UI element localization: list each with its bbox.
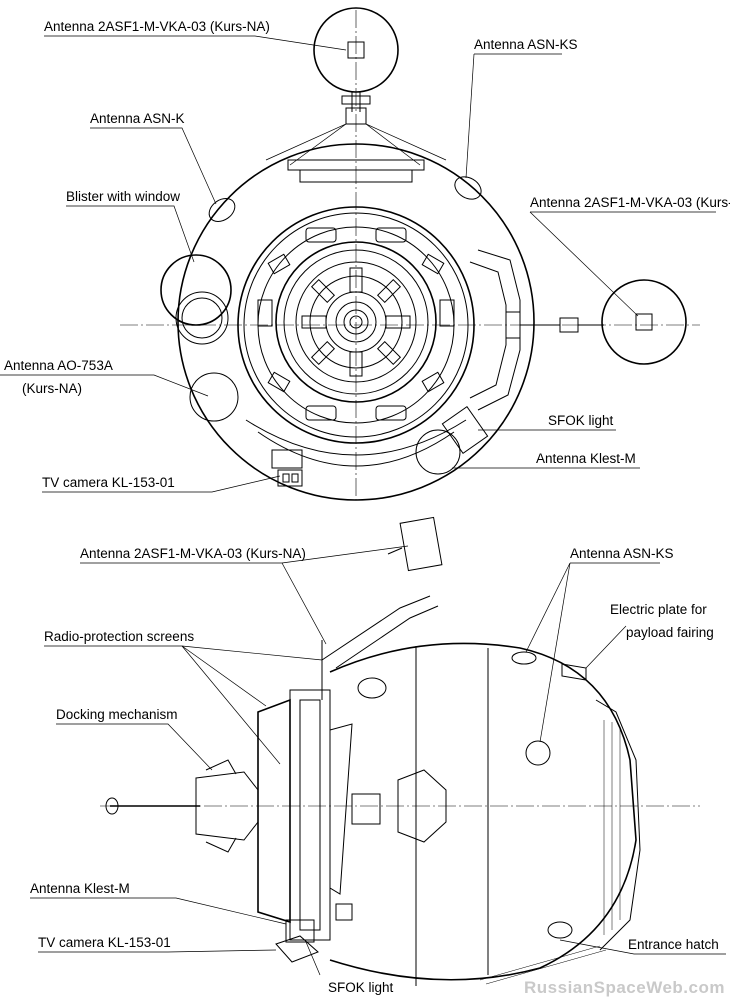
label-side-2asf1: Antenna 2ASF1-M-VKA-03 (Kurs-NA) bbox=[80, 546, 306, 561]
label-side-entrance: Entrance hatch bbox=[628, 937, 719, 952]
label-side-tv: TV camera KL-153-01 bbox=[38, 935, 171, 950]
label-top-klest: Antenna Klest-M bbox=[536, 451, 636, 466]
label-top-blister: Blister with window bbox=[66, 189, 180, 204]
label-side-docking: Docking mechanism bbox=[56, 707, 178, 722]
label-top-ao753a-line2: (Kurs-NA) bbox=[22, 381, 82, 396]
top-view-drawing bbox=[120, 7, 700, 501]
watermark: RussianSpaceWeb.com bbox=[524, 978, 725, 997]
label-side-electric-line1: Electric plate for bbox=[610, 602, 707, 617]
label-top-2asf1-right: Antenna 2ASF1-M-VKA-03 (Kurs-NA) bbox=[530, 195, 730, 210]
side-view-drawing bbox=[100, 516, 700, 986]
label-side-asn-ks: Antenna ASN-KS bbox=[570, 546, 674, 561]
leader-lines bbox=[0, 35, 726, 976]
label-side-radio: Radio-protection screens bbox=[44, 629, 194, 644]
label-top-2asf1: Antenna 2ASF1-M-VKA-03 (Kurs-NA) bbox=[44, 19, 270, 34]
label-side-klest: Antenna Klest-M bbox=[30, 881, 130, 896]
label-top-asn-ks: Antenna ASN-KS bbox=[474, 37, 578, 52]
label-side-electric-line2: payload fairing bbox=[626, 625, 714, 640]
label-top-sfok: SFOK light bbox=[548, 413, 614, 428]
label-side-sfok: SFOK light bbox=[328, 980, 394, 995]
label-top-ao753a-line1: Antenna AO-753A bbox=[4, 358, 113, 373]
label-group: Antenna 2ASF1-M-VKA-03 (Kurs-NA) Antenna… bbox=[4, 19, 730, 997]
label-top-tv: TV camera KL-153-01 bbox=[42, 475, 175, 490]
label-top-asn-k: Antenna ASN-K bbox=[90, 111, 185, 126]
